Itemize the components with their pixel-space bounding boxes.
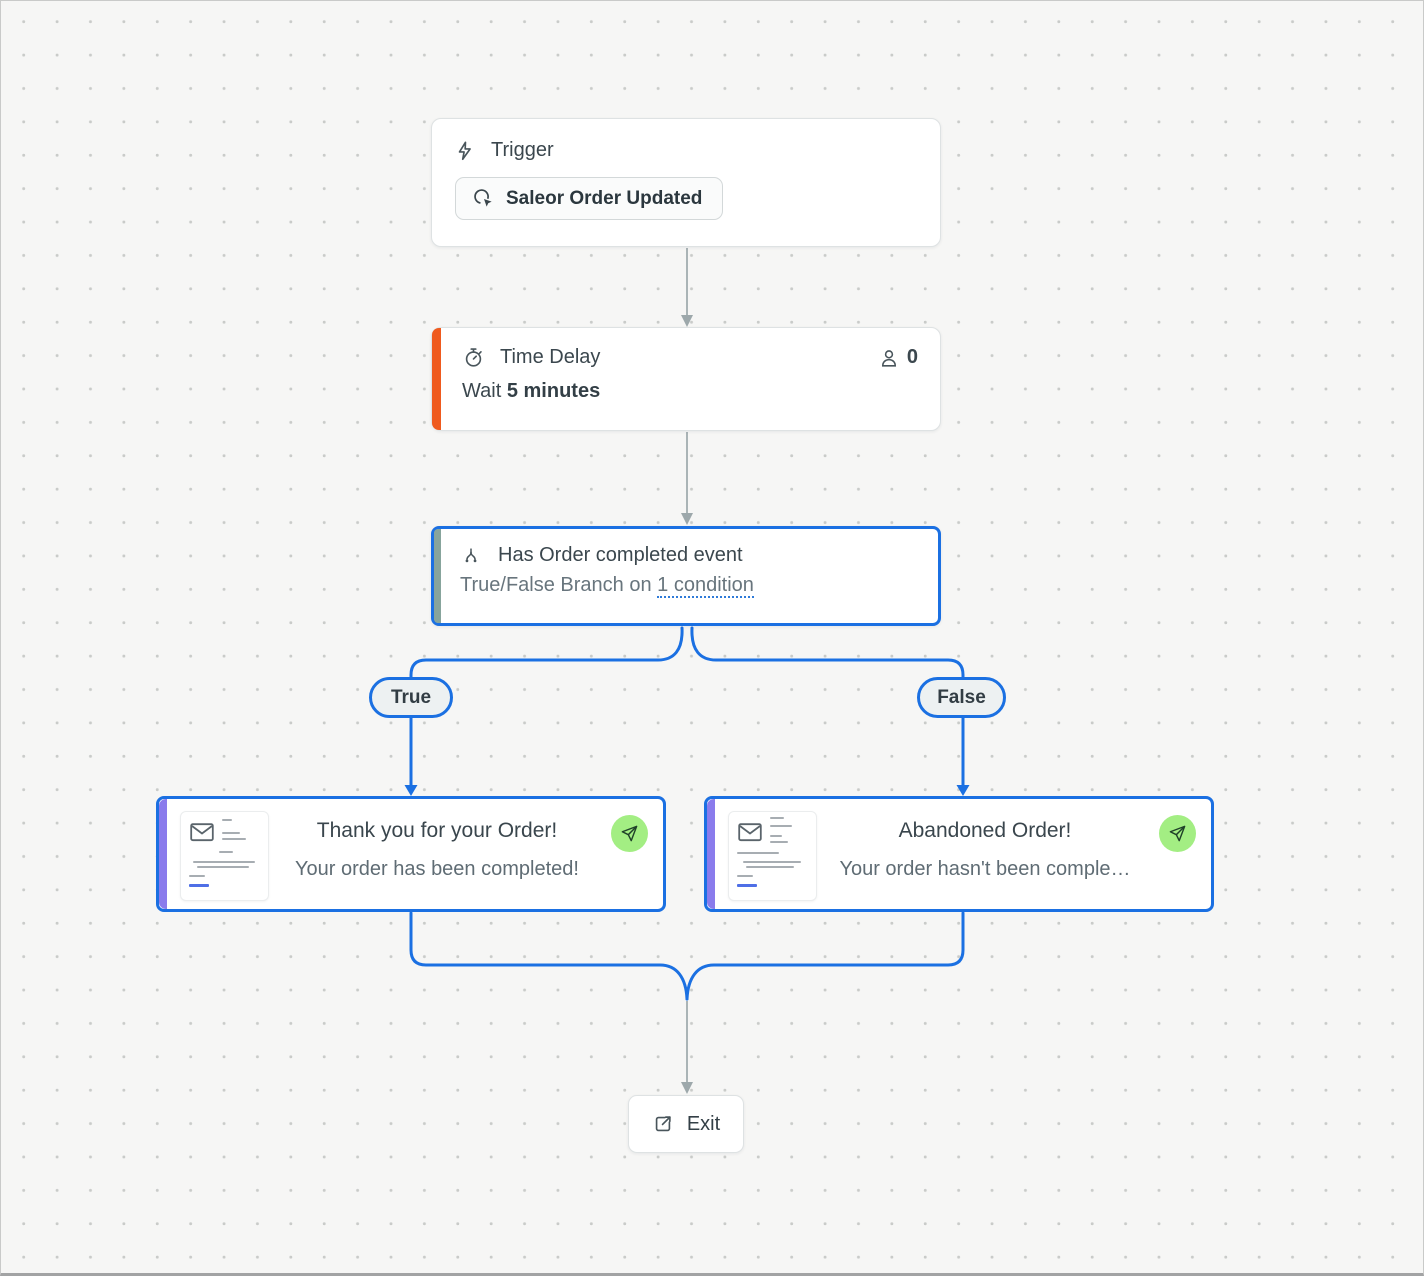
condition-subtitle: True/False Branch on 1 condition bbox=[460, 574, 754, 598]
email-node-false[interactable]: Abandoned Order! Your order hasn't been … bbox=[704, 796, 1214, 912]
condition-count-link[interactable]: 1 condition bbox=[657, 574, 754, 598]
delay-wait-value: 5 minutes bbox=[506, 380, 601, 402]
branch-label-true: True bbox=[369, 677, 453, 718]
email-true-accent-bar bbox=[159, 799, 167, 909]
exit-label: Exit bbox=[686, 1112, 721, 1135]
edge-fork-false bbox=[690, 626, 965, 679]
arrowhead-email-true bbox=[404, 785, 418, 796]
branch-false-text: False bbox=[937, 686, 986, 708]
branch-split-icon bbox=[460, 545, 482, 567]
exit-node[interactable]: Exit bbox=[628, 1095, 744, 1153]
envelope-icon bbox=[190, 823, 214, 847]
edge-email-true-merge bbox=[409, 911, 689, 1001]
arrowhead-exit bbox=[681, 1082, 693, 1094]
email-false-accent-bar bbox=[707, 799, 715, 909]
email-true-title: Thank you for your Order! bbox=[316, 819, 558, 842]
edge-email-false-merge bbox=[685, 911, 965, 1001]
click-icon bbox=[472, 187, 495, 210]
arrowhead-condition bbox=[681, 513, 693, 525]
condition-node[interactable]: Has Order completed event True/False Bra… bbox=[431, 526, 941, 626]
trigger-title: Trigger bbox=[491, 139, 554, 161]
send-icon bbox=[1169, 825, 1186, 842]
branch-label-false: False bbox=[917, 677, 1006, 718]
delay-contact-count: 0 bbox=[878, 346, 918, 369]
envelope-icon bbox=[738, 823, 762, 847]
email-false-title: Abandoned Order! bbox=[898, 819, 1072, 842]
send-status-badge bbox=[1159, 815, 1196, 852]
delay-description: Wait 5 minutes bbox=[462, 380, 601, 402]
branch-true-text: True bbox=[390, 686, 432, 708]
external-link-icon bbox=[652, 1113, 674, 1135]
arrowhead-email-false bbox=[956, 785, 970, 796]
time-delay-node[interactable]: Time Delay 0 Wait 5 minutes bbox=[431, 327, 941, 431]
edge-fork-true bbox=[409, 626, 684, 679]
trigger-event-label: Saleor Order Updated bbox=[506, 187, 703, 209]
delay-contact-count-value: 0 bbox=[906, 346, 918, 368]
email-false-preview-thumbnail bbox=[728, 811, 817, 901]
person-icon bbox=[878, 347, 900, 369]
trigger-event-button[interactable]: Saleor Order Updated bbox=[455, 177, 724, 220]
trigger-node[interactable]: Trigger Saleor Order Updated bbox=[431, 118, 941, 247]
arrowhead-delay bbox=[681, 315, 693, 327]
stopwatch-icon bbox=[462, 346, 485, 369]
delay-title: Time Delay bbox=[500, 346, 601, 368]
lightning-icon bbox=[454, 140, 476, 162]
send-icon bbox=[621, 825, 638, 842]
email-true-preview-thumbnail bbox=[180, 811, 269, 901]
email-true-subtitle: Your order has been completed! bbox=[295, 858, 579, 880]
delay-accent-bar bbox=[432, 328, 441, 430]
email-false-subtitle: Your order hasn't been comple… bbox=[839, 858, 1131, 880]
condition-title: Has Order completed event bbox=[498, 544, 743, 566]
condition-accent-bar bbox=[434, 529, 441, 623]
email-node-true[interactable]: Thank you for your Order! Your order has… bbox=[156, 796, 666, 912]
send-status-badge bbox=[611, 815, 648, 852]
